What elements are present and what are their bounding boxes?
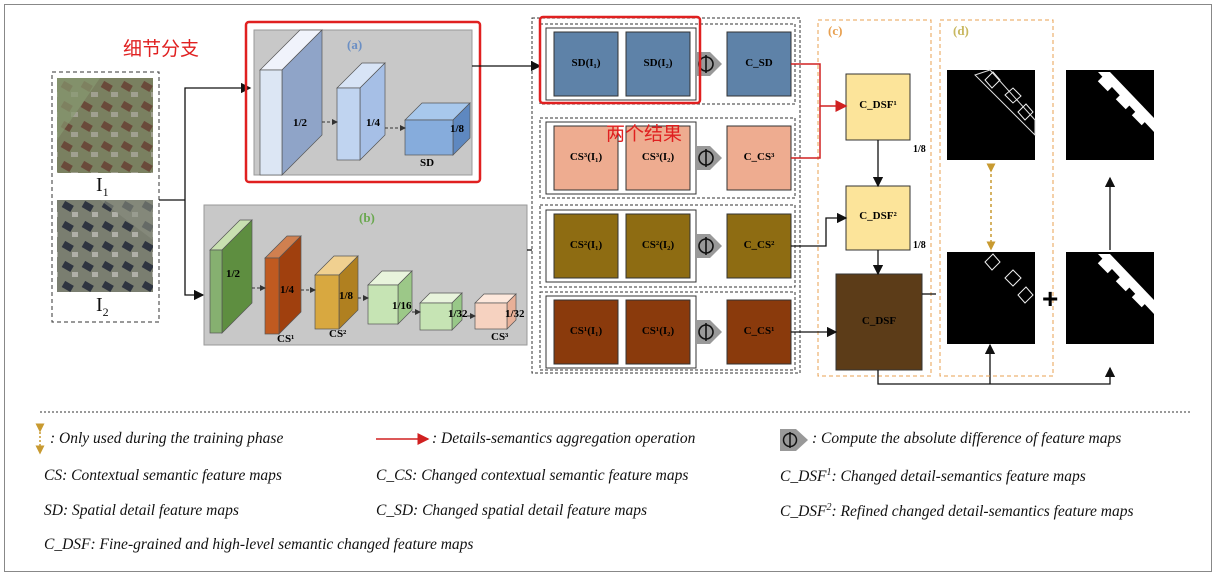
- panel-c-tag: (c): [828, 23, 843, 38]
- panel-d-tag: (d): [953, 23, 969, 38]
- scale-label: 1/4: [366, 117, 381, 129]
- pair-label: CS²(I₁): [569, 239, 603, 251]
- pair-output-label: C_CS²: [743, 239, 775, 251]
- scale-label: 1/8: [450, 123, 465, 135]
- legend-aggregation: : Details-semantics aggregation operatio…: [432, 430, 696, 447]
- pair-label: SD(I₁): [571, 57, 601, 69]
- panel-d: [939, 19, 1154, 377]
- legend-c-dsf2: C_DSF2: Refined changed detail-semantics…: [780, 502, 1134, 521]
- pair-label: CS³(I₂): [641, 151, 675, 163]
- legend-absdiff: : Compute the absolute difference of fea…: [812, 430, 1122, 447]
- pair-label: SD(I₂): [643, 57, 673, 69]
- scale-label: 1/4: [280, 284, 295, 296]
- pair-label: CS¹(I₂): [641, 325, 675, 337]
- scale-label: 1/16: [392, 300, 412, 312]
- cs1-label: CS¹: [277, 333, 295, 345]
- input-label-1: I1: [96, 174, 109, 199]
- sd-output-label: SD: [420, 157, 435, 169]
- pair-label: CS¹(I₁): [569, 325, 603, 337]
- two-results-highlight: [538, 15, 702, 105]
- branch-a-tag: (a): [347, 37, 363, 52]
- pair-output-label: C_CS¹: [743, 325, 775, 337]
- absdiff-icon: [780, 429, 808, 451]
- diagram-frame: [4, 4, 1212, 572]
- detail-branch-highlight: [244, 20, 482, 184]
- two-results-annotation: 两个结果: [606, 123, 683, 145]
- cs2-label: CS²: [329, 328, 347, 340]
- cs3-label: CS³: [491, 331, 509, 343]
- legend-cs: CS: Contextual semantic feature maps: [44, 467, 282, 484]
- scale-label: 1/32: [505, 308, 525, 320]
- legend-c-sd: C_SD: Changed spatial detail feature map…: [376, 502, 648, 519]
- input-label-2: I2: [96, 294, 109, 319]
- branch-b-tag: (b): [359, 210, 375, 225]
- input-images-box: [51, 71, 160, 323]
- dsf-label: C_DSF: [861, 315, 897, 327]
- panel-c: [817, 19, 932, 377]
- scale-label: 1/2: [226, 268, 241, 280]
- legend-c-dsf1: C_DSF1: Changed detail-semantics feature…: [780, 467, 1086, 486]
- dsf2-scale: 1/8: [913, 240, 926, 251]
- pair-label: CS³(I₁): [569, 151, 603, 163]
- dsf1-scale: 1/8: [913, 144, 926, 155]
- branch-b: [203, 204, 528, 346]
- detail-branch-annotation: 细节分支: [123, 38, 200, 60]
- dsf2-label: C_DSF²: [859, 210, 897, 222]
- legend-sd: SD: Spatial detail feature maps: [44, 502, 239, 519]
- pair-rows: [539, 23, 796, 371]
- pair-output-label: C_CS³: [743, 151, 775, 163]
- dsf1-label: C_DSF¹: [859, 99, 897, 111]
- pair-output-label: C_SD: [745, 57, 773, 69]
- legend-training: : Only used during the training phase: [50, 430, 284, 447]
- scale-label: 1/2: [293, 117, 308, 129]
- scale-label: 1/32: [448, 308, 468, 320]
- scale-label: 1/8: [339, 290, 354, 302]
- pair-label: CS²(I₂): [641, 239, 675, 251]
- legend-c-dsf: C_DSF: Fine-grained and high-level seman…: [44, 536, 474, 553]
- branch-a: [253, 29, 473, 176]
- legend-c-cs: C_CS: Changed contextual semantic featur…: [376, 467, 689, 484]
- plus-sign: +: [1042, 283, 1059, 314]
